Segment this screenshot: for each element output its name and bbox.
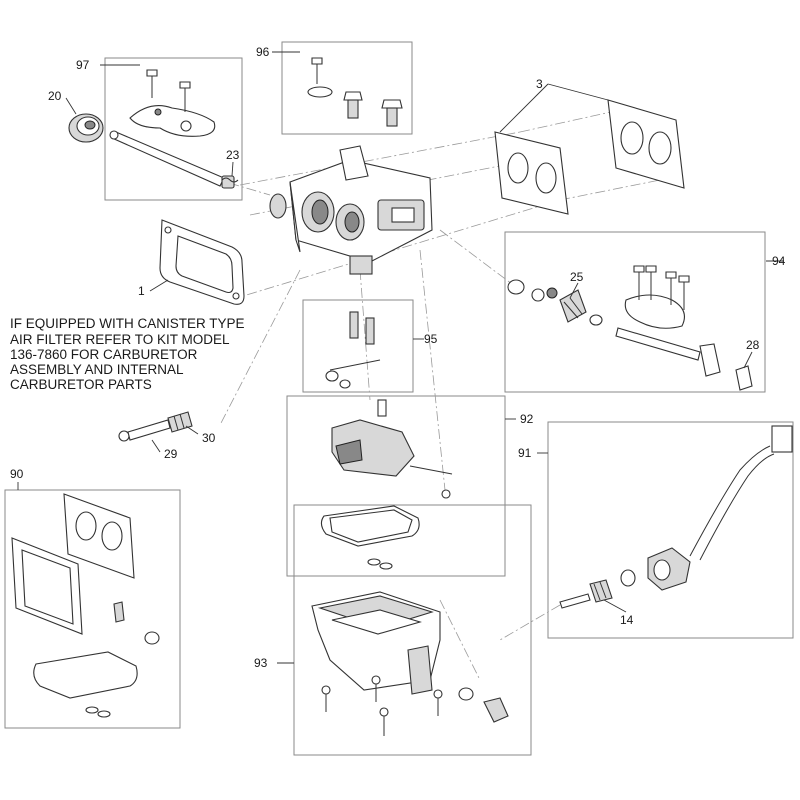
kit-box-97 [104,57,243,201]
callout-29: 29 [164,447,178,461]
callout-95: 95 [424,332,438,346]
callout-96: 96 [256,45,270,59]
gasket-part-1 [159,219,245,305]
callout-20: 20 [48,89,62,103]
callout-28: 28 [746,338,760,352]
kit-box-92 [286,395,506,577]
jets-kit-96 [307,57,403,127]
callout-14: 14 [620,613,634,627]
callout-94: 94 [772,254,786,268]
kit-box-93 [293,504,532,756]
gaskets-part-3 [494,99,685,215]
note-line-1: IF EQUIPPED WITH CANISTER TYPE [10,316,245,331]
callout-97: 97 [76,58,90,72]
boot-ring-part-20 [68,113,104,143]
callout-93: 93 [254,656,268,670]
needle-kit-95 [325,311,381,389]
spring-part-23 [221,177,239,183]
choke-shaft-kit-97 [109,69,235,189]
callout-23: 23 [226,148,240,162]
callout-92: 92 [520,412,534,426]
carburetor-body [269,145,433,275]
throttle-shaft-kit-94 [507,265,753,391]
kit-box-91 [547,421,794,639]
note-line-5: CARBURETOR PARTS [10,377,152,392]
note-line-3: 136-7860 FOR CARBURETOR [10,347,198,362]
kit-box-95 [302,299,414,393]
callout-30: 30 [202,431,216,445]
note-line-2: AIR FILTER REFER TO KIT MODEL [10,332,230,347]
callout-25: 25 [570,270,584,284]
note-line-4: ASSEMBLY AND INTERNAL [10,362,184,377]
screw-spring-29-30 [118,411,193,442]
callout-90: 90 [10,467,24,481]
callout-leaders [17,51,784,664]
kit-box-90 [4,489,181,729]
gasket-kit-90 [11,493,160,718]
callout-1: 1 [138,284,145,298]
kit-box-94 [504,231,766,393]
kit-box-96 [281,41,413,135]
bowl-kit-93 [311,505,509,736]
callout-3: 3 [536,77,543,91]
canister-filter-note: IF EQUIPPED WITH CANISTER TYPE AIR FILTE… [10,316,245,392]
callout-91: 91 [518,446,532,460]
assembly-center-lines [211,109,661,681]
fuel-solenoid-kit-91 [559,425,793,609]
float-kit-92 [331,399,453,499]
